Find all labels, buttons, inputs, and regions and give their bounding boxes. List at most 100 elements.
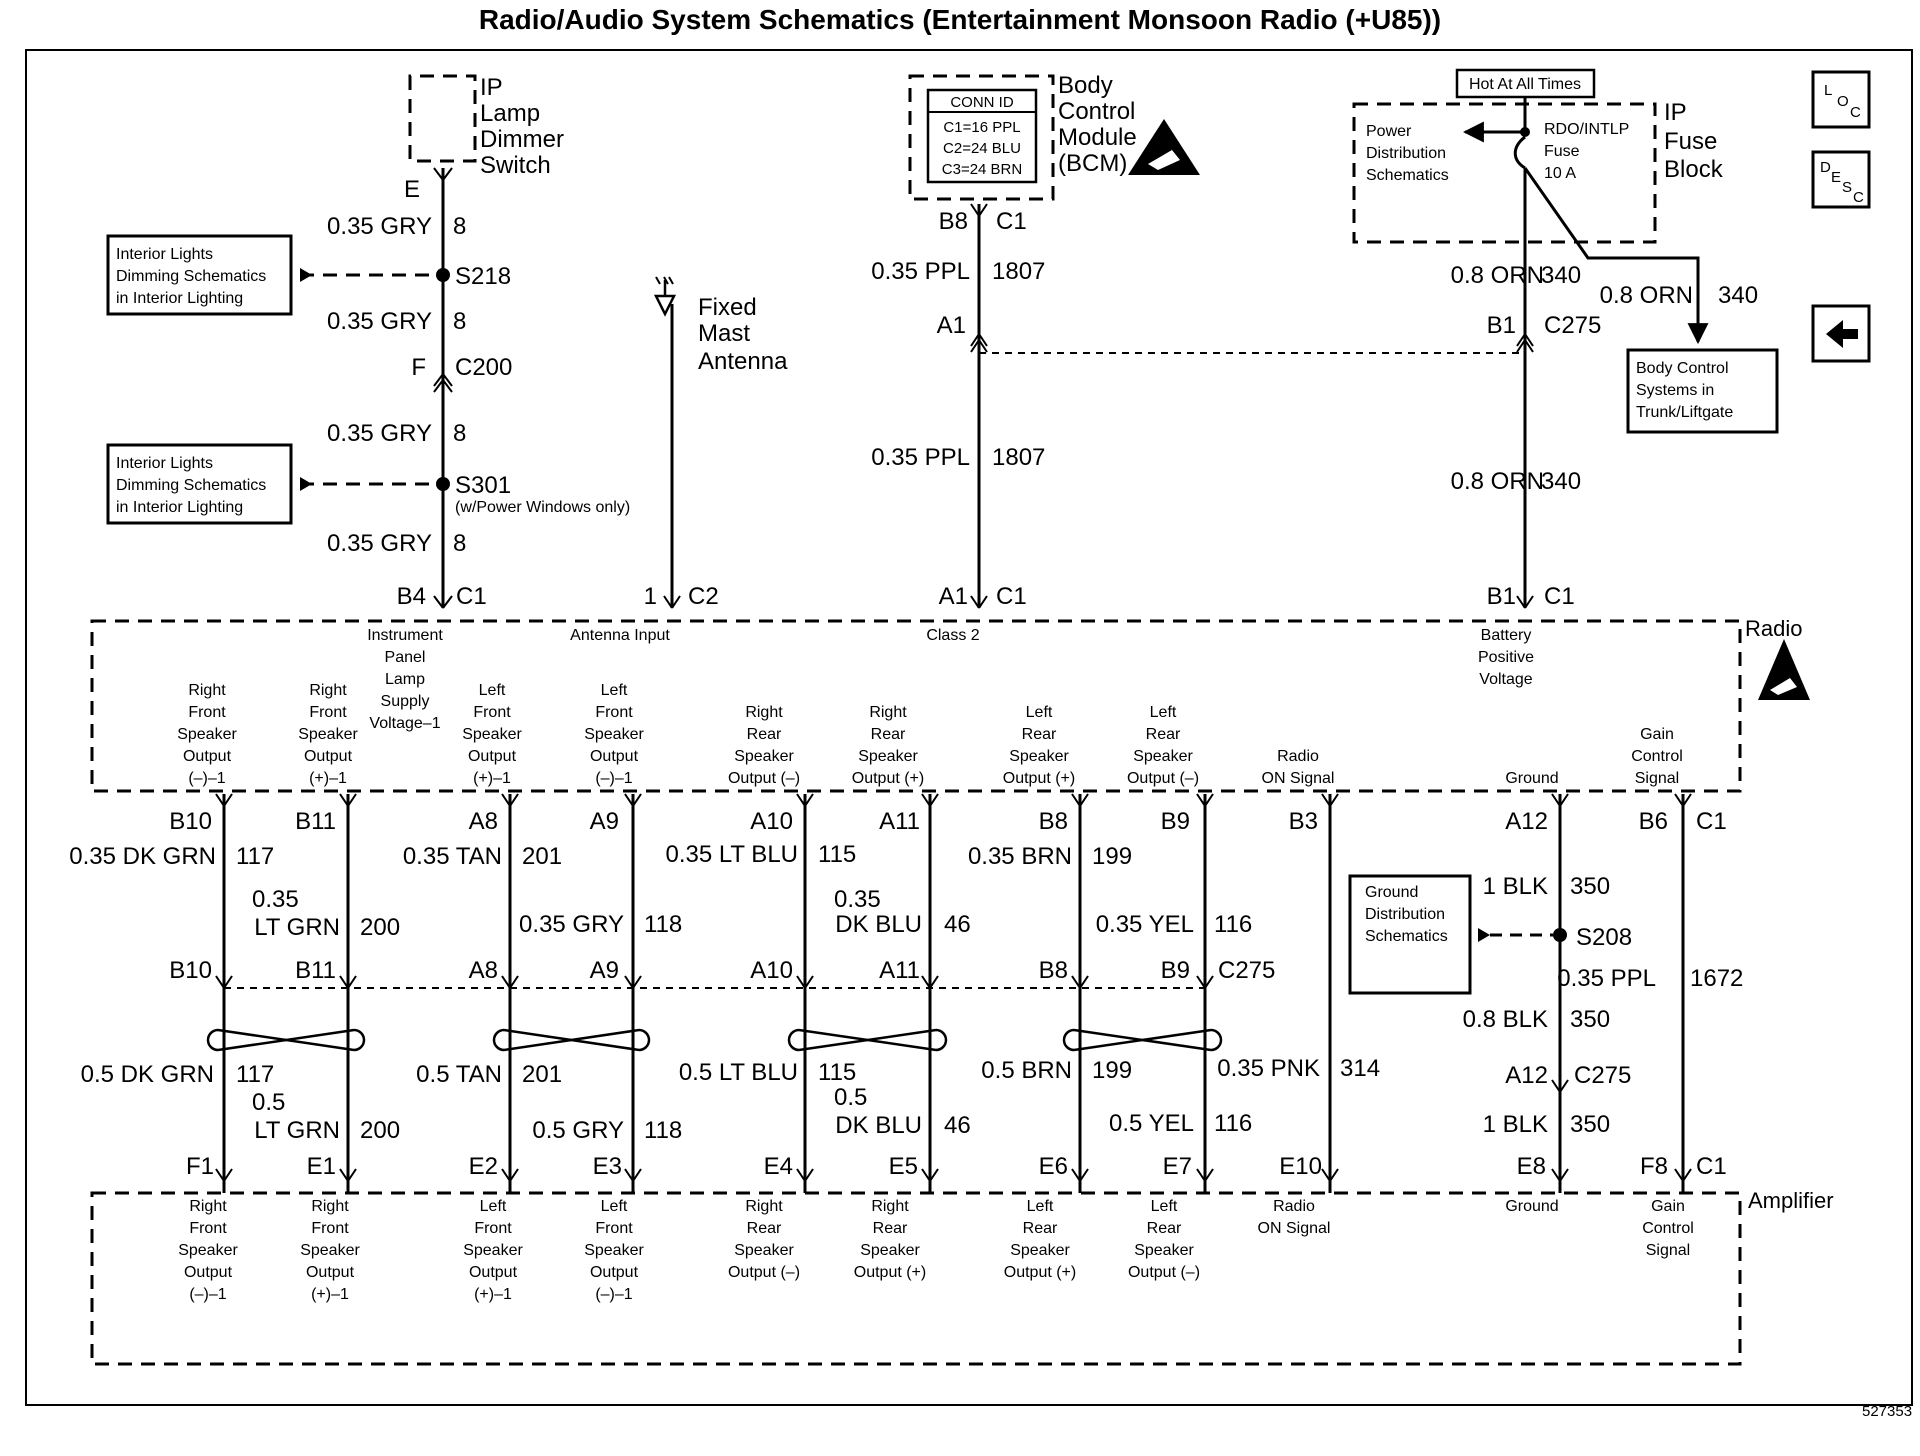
bottom-labels-45: C275 <box>1218 957 1275 984</box>
radio-pin-11-line-3: Output (–) <box>1127 770 1199 787</box>
fuse-line-1: RDO/INTLP <box>1544 121 1629 138</box>
bottom-labels-70: F1 <box>186 1153 214 1180</box>
amp-pin-6-line-3: Output (+) <box>1004 1264 1076 1281</box>
amp-pin-10-line-0: Gain <box>1651 1198 1685 1215</box>
loc-button[interactable]: L O C <box>1811 70 1871 129</box>
top-labels-15: 1 <box>644 583 657 610</box>
bottom-labels-74: E4 <box>764 1153 793 1180</box>
amp-pin-3-line-2: Speaker <box>584 1242 644 1259</box>
body-control-module: CONN ID C1=16 PPL C2=24 BLU C3=24 BRN Bo… <box>908 72 1200 201</box>
bottom-labels-69: 350 <box>1570 1111 1610 1138</box>
bcm-label-4: (BCM) <box>1058 150 1127 177</box>
bottom-labels-23: 0.35 <box>834 886 881 913</box>
bottom-labels-58: DK BLU <box>835 1112 922 1139</box>
top-labels-12: 8 <box>453 530 466 557</box>
bottom-labels-40: A9 <box>590 957 619 984</box>
ip-lamp-label-1: IP <box>480 74 503 101</box>
amplifier-module <box>90 1191 1742 1366</box>
bottom-labels-56: 115 <box>818 1059 856 1086</box>
top-labels-29: 340 <box>1718 282 1758 309</box>
bottom-labels-7: B9 <box>1161 808 1190 835</box>
bottom-labels-32: S208 <box>1576 924 1632 951</box>
wire-path-2 <box>501 793 519 1193</box>
top-labels-16: C2 <box>688 583 719 610</box>
bottom-labels-51: 0.5 TAN <box>416 1061 502 1088</box>
top-labels-30: B1 <box>1487 312 1516 339</box>
top-labels-33: 340 <box>1541 468 1581 495</box>
bottom-labels-81: C1 <box>1696 1153 1727 1180</box>
antenna-label-3: Antenna <box>698 348 788 375</box>
radio-pin-7-line-3: Output <box>590 748 639 765</box>
amp-pin-1-line-3: Output <box>306 1264 355 1281</box>
conn-id-c2: C2=24 BLU <box>943 140 1021 157</box>
top-labels-11: 0.35 GRY <box>327 530 432 557</box>
fuse-block-label-1: IP <box>1664 99 1687 126</box>
desc-letter-c: C <box>1853 189 1864 206</box>
bottom-labels-36: 350 <box>1570 1006 1610 1033</box>
bottom-labels-31: 350 <box>1570 873 1610 900</box>
top-labels-3: S218 <box>455 263 511 290</box>
amp-pin-0-line-0: Right <box>189 1198 227 1215</box>
top-labels-2: 8 <box>453 213 466 240</box>
bottom-labels-13: 117 <box>236 843 274 870</box>
radio-pin-6-line-3: Output <box>468 748 517 765</box>
amp-pin-1-line-4: (+)–1 <box>311 1286 349 1303</box>
speaker-wires <box>206 793 1692 1193</box>
top-labels-25: C1 <box>996 583 1027 610</box>
bottom-labels-80: F8 <box>1640 1153 1668 1180</box>
amp-pin-4-line-1: Rear <box>747 1220 782 1237</box>
wire-path-3 <box>624 793 642 1193</box>
top-labels-32: 0.8 ORN <box>1451 468 1544 495</box>
radio-top-pin-0-line-1: Panel <box>385 649 426 666</box>
amp-pin-9-line-0: Ground <box>1505 1198 1558 1215</box>
desc-button[interactable]: D E S C <box>1811 150 1871 209</box>
bottom-labels-9: A12 <box>1505 808 1548 835</box>
ground-dist-line-2: Distribution <box>1365 906 1445 923</box>
radio-module <box>90 619 1742 793</box>
radio-pin-9-line-0: Right <box>869 704 907 721</box>
bottom-labels-1: B11 <box>295 808 336 835</box>
bottom-labels-41: A10 <box>750 957 793 984</box>
bottom-labels-53: 0.5 GRY <box>532 1117 624 1144</box>
top-labels-5: 8 <box>453 308 466 335</box>
radio-pin-9-line-3: Output (+) <box>852 770 924 787</box>
bottom-labels-33: 0.35 PPL <box>1557 965 1656 992</box>
amp-pin-3-line-4: (–)–1 <box>595 1286 632 1303</box>
amp-pin-0-line-3: Output <box>184 1264 233 1281</box>
radio-pin-6-line-0: Left <box>479 682 506 699</box>
top-labels-17: B8 <box>939 208 968 235</box>
bottom-labels-50: 200 <box>360 1117 400 1144</box>
conn-id-header: CONN ID <box>950 94 1014 111</box>
radio-pin-8-line-3: Output (–) <box>728 770 800 787</box>
bottom-labels-63: 116 <box>1214 1110 1252 1137</box>
ip-lamp-label-3: Dimmer <box>480 126 564 153</box>
bottom-labels-39: A8 <box>469 957 498 984</box>
bottom-labels-21: 0.35 LT BLU <box>665 841 798 868</box>
hot-at-all-times-label: Hot At All Times <box>1469 76 1581 93</box>
top-labels-0: E <box>404 176 420 203</box>
interior2-line-3: in Interior Lighting <box>116 499 243 516</box>
radio-pin-6-line-4: (+)–1 <box>473 770 511 787</box>
loc-letter-o: O <box>1837 93 1849 110</box>
radio-pin-9-line-2: Speaker <box>858 748 918 765</box>
bcm-label-1: Body <box>1058 72 1113 99</box>
fuse-block-label-3: Block <box>1664 156 1724 183</box>
amp-pin-3-line-1: Front <box>595 1220 633 1237</box>
bottom-labels-34: 1672 <box>1690 965 1743 992</box>
bottom-labels-19: 0.35 GRY <box>519 911 624 938</box>
radio-top-pin-3-line-1: Positive <box>1478 649 1534 666</box>
bottom-labels-61: 199 <box>1092 1057 1132 1084</box>
interior2-line-2: Dimming Schematics <box>116 477 266 494</box>
top-labels-13: B4 <box>397 583 426 610</box>
amp-pin-0-line-2: Speaker <box>178 1242 238 1259</box>
amp-pin-5-line-1: Rear <box>873 1220 908 1237</box>
wire-path-9 <box>1551 793 1569 1193</box>
back-button[interactable] <box>1811 304 1871 363</box>
radio-pin-14-line-1: Control <box>1631 748 1683 765</box>
bottom-labels-72: E2 <box>469 1153 498 1180</box>
top-labels-21: A1 <box>937 312 966 339</box>
bottom-labels-71: E1 <box>307 1153 336 1180</box>
top-labels-14: C1 <box>456 583 487 610</box>
amp-pin-6-line-0: Left <box>1027 1198 1054 1215</box>
